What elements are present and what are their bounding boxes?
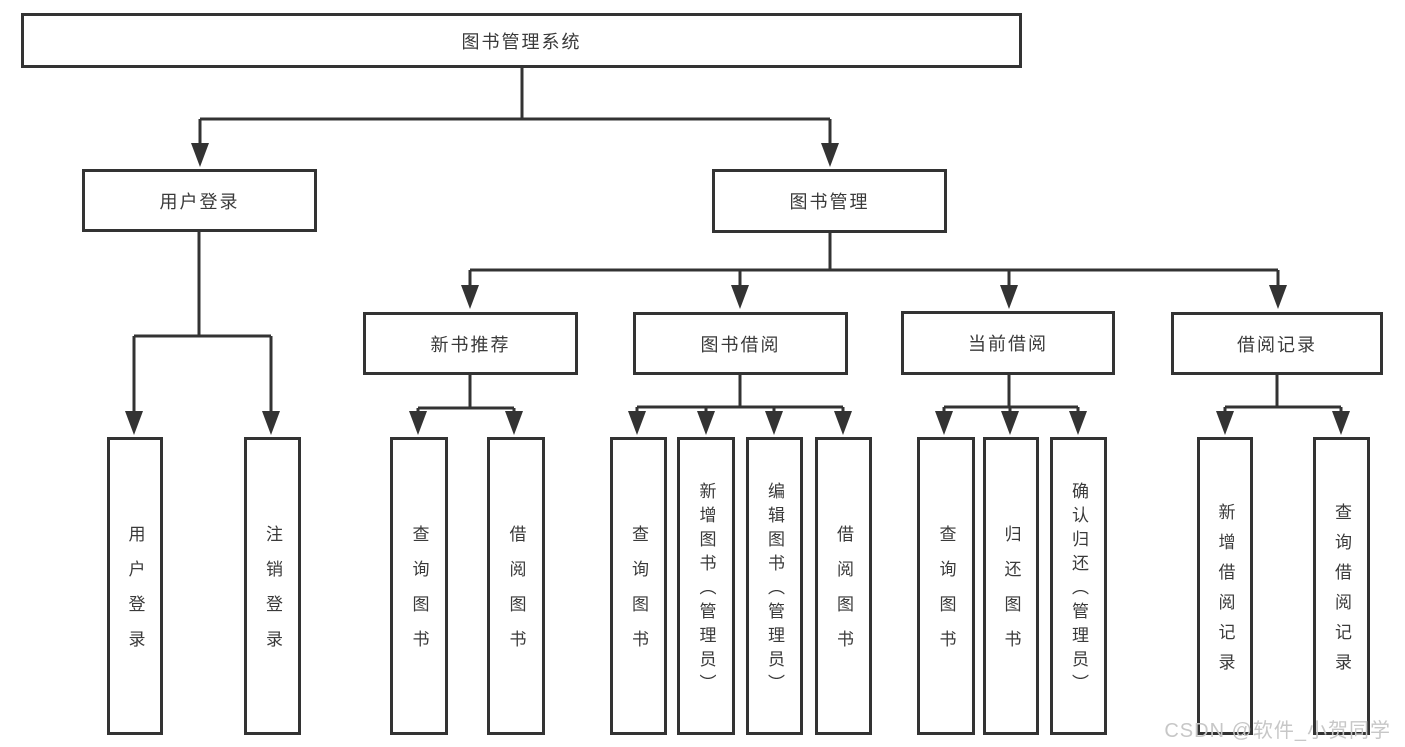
csdn-watermark: CSDN @软件_小贺同学 (1164, 720, 1391, 742)
leaf-label: 借阅图书 (834, 525, 853, 665)
leaf-confirm-return-admin: 确认归还（管理员） (1050, 437, 1107, 735)
node-label: 用户登录 (159, 191, 240, 212)
node-book-management: 图书管理 (712, 169, 947, 233)
leaf-return-books: 归还图书 (983, 437, 1039, 735)
leaf-label: 查询图书 (936, 525, 956, 665)
leaf-label: 查询图书 (409, 525, 429, 665)
node-root-system: 图书管理系统 (21, 13, 1022, 68)
node-borrow-records: 借阅记录 (1171, 312, 1383, 375)
leaf-add-borrow-record: 新增借阅记录 (1197, 437, 1253, 735)
leaf-query-books-recommend: 查询图书 (390, 437, 448, 735)
arrowheads (125, 143, 1350, 435)
node-user-login: 用户登录 (82, 169, 317, 232)
node-book-borrowing: 图书借阅 (633, 312, 848, 375)
leaf-label: 查询图书 (629, 525, 648, 665)
node-label: 图书管理系统 (461, 31, 582, 52)
node-label: 借阅记录 (1237, 334, 1317, 355)
node-current-borrowing: 当前借阅 (901, 311, 1115, 375)
node-new-book-recommend: 新书推荐 (363, 312, 578, 375)
leaf-add-books-admin: 新增图书（管理员） (677, 437, 735, 735)
leaf-label: 归还图书 (1001, 525, 1021, 665)
leaf-borrow-books-recommend: 借阅图书 (487, 437, 545, 735)
leaf-label: 编辑图书（管理员） (765, 481, 784, 698)
leaf-query-borrow-record: 查询借阅记录 (1313, 437, 1370, 735)
node-label: 新书推荐 (430, 334, 511, 355)
leaf-borrow-books: 借阅图书 (815, 437, 872, 735)
node-label: 图书借阅 (700, 334, 781, 355)
connector-lines (132, 68, 1343, 414)
leaf-label: 新增图书（管理员） (696, 481, 716, 698)
leaf-label: 用户登录 (125, 525, 145, 665)
leaf-label: 查询借阅记录 (1332, 502, 1351, 683)
leaf-label: 确认归还（管理员） (1069, 481, 1088, 698)
leaf-label: 注销登录 (263, 525, 282, 665)
leaf-user-login: 用户登录 (107, 437, 163, 735)
leaf-label: 新增借阅记录 (1215, 502, 1235, 683)
leaf-query-books-current: 查询图书 (917, 437, 975, 735)
node-label: 图书管理 (789, 192, 870, 212)
leaf-query-books-borrowing: 查询图书 (610, 437, 667, 735)
leaf-edit-books-admin: 编辑图书（管理员） (746, 437, 803, 735)
leaf-label: 借阅图书 (506, 525, 526, 665)
node-label: 当前借阅 (968, 334, 1048, 354)
leaf-logout: 注销登录 (244, 437, 301, 735)
